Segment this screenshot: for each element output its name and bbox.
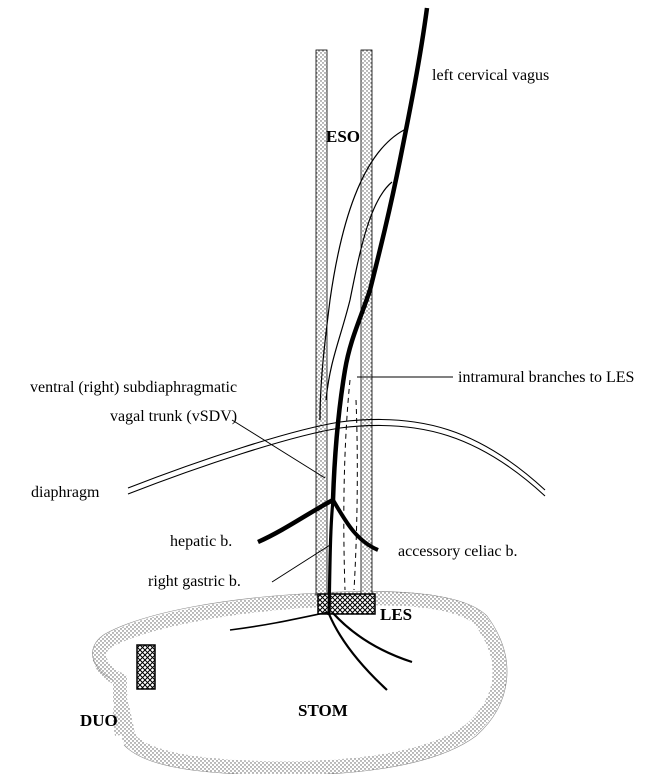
label-ventral-line2: vagal trunk (vSDV): [110, 408, 237, 425]
label-intramural: intramural branches to LES: [458, 369, 634, 386]
label-duo: DUO: [80, 711, 118, 730]
esophagus-right-wall: [361, 50, 372, 595]
label-les: LES: [380, 605, 412, 624]
intramural-branch-dashed-2: [354, 400, 357, 590]
les-sphincter: [318, 594, 375, 614]
label-eso: ESO: [326, 127, 360, 146]
gastric-branch-left: [230, 612, 329, 630]
left-cervical-vagus-trunk: [333, 8, 427, 500]
leader-vsdv: [232, 420, 325, 478]
label-right-gastric: right gastric b.: [148, 573, 241, 590]
label-left-cervical-vagus: left cervical vagus: [432, 67, 549, 84]
label-diaphragm: diaphragm: [31, 484, 100, 501]
intramural-branch-dashed-1: [344, 380, 350, 590]
thin-fiber-inner: [326, 182, 392, 400]
gastric-branch-mid: [329, 614, 387, 690]
stomach-wall: [99, 598, 500, 768]
label-ventral-line1: ventral (right) subdiaphragmatic: [30, 379, 237, 396]
label-hepatic: hepatic b.: [170, 533, 232, 550]
label-stom: STOM: [298, 701, 348, 720]
label-accessory-celiac: accessory celiac b.: [398, 543, 517, 560]
duodenum-sphincter: [137, 645, 155, 689]
